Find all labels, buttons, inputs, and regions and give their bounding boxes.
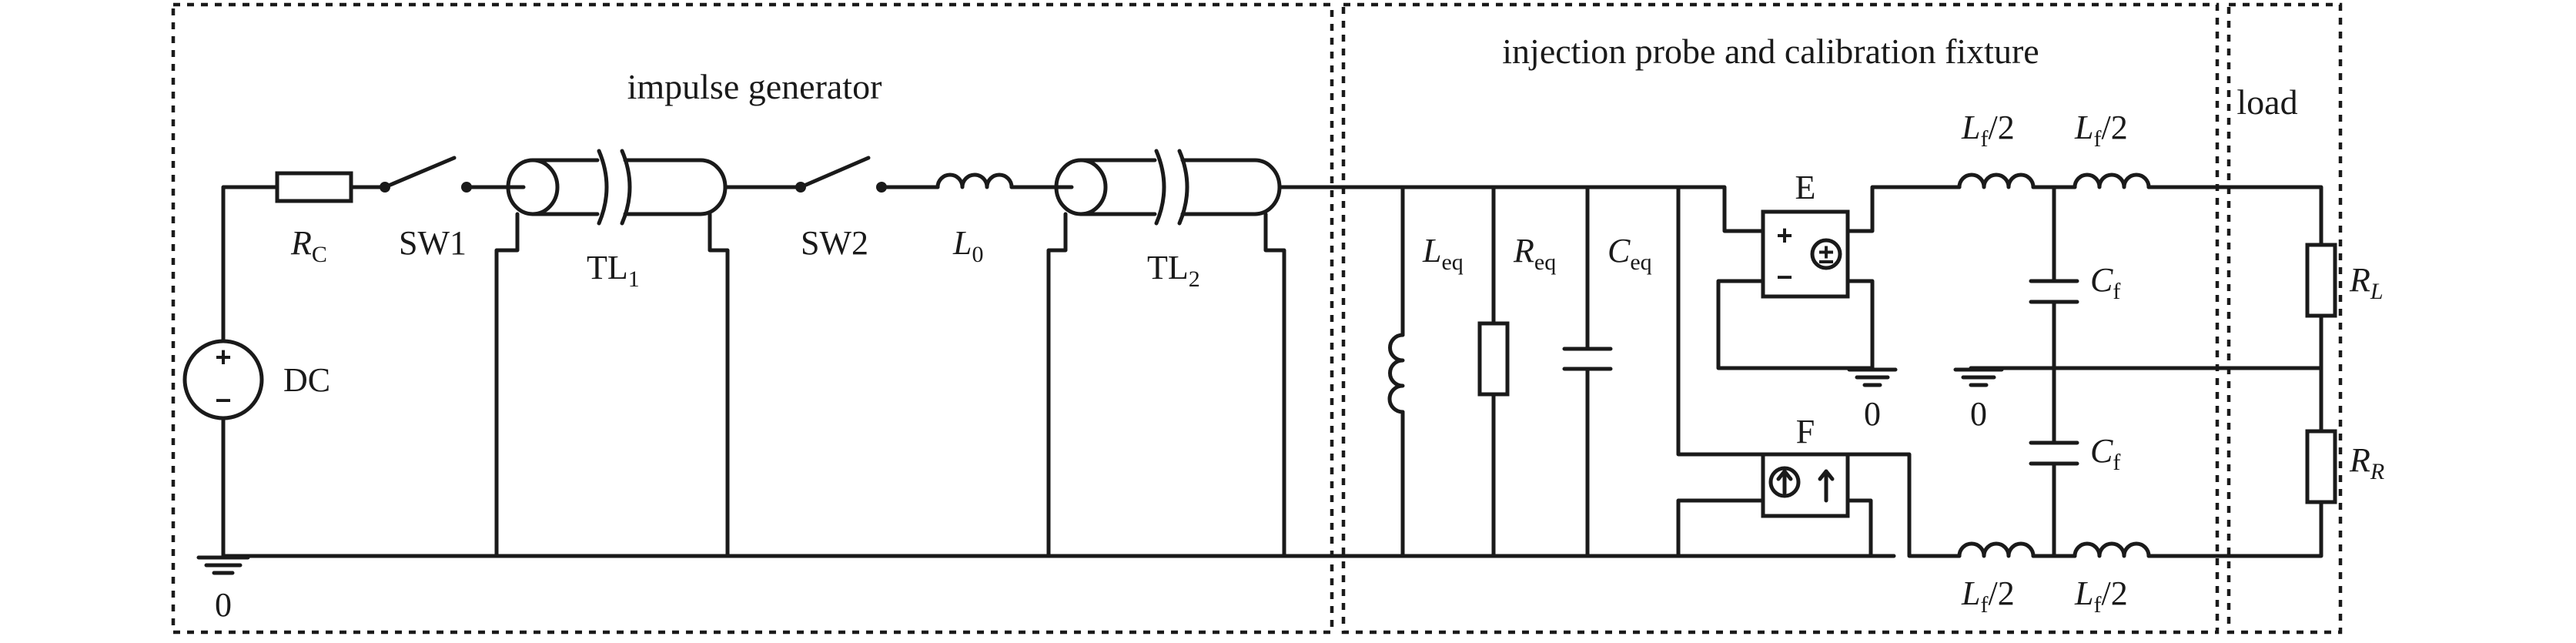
resistor-rl [2305,243,2337,318]
label-lf-top-right: Lf/2 [2074,109,2128,152]
block-f [1761,452,1850,518]
label-req: Req [1513,232,1556,275]
label-cf-top: Cf [2090,261,2120,304]
wire-dc-top [221,185,279,343]
e-plus: + [1776,219,1792,251]
tl2-shield-legs [1046,212,1286,558]
inductor-lf-top-left [1957,172,2036,189]
ground-fixture-label: 0 [1970,395,1987,433]
wire-f-right-loop [1676,498,1873,558]
injection-probe-box [1341,2,2220,635]
wire-f-out [1845,452,1962,558]
e-minus: − [1776,261,1792,293]
wire-f-left-loop [1676,498,1765,558]
ground-left-icon [196,555,250,575]
resistor-rc [275,171,353,203]
impulse-generator-box [171,2,1334,635]
wire-to-e [1676,185,1765,233]
label-l0: L0 [952,224,983,267]
inductor-lf-bottom-left [1957,541,2036,558]
label-lf-bottom-right: Lf/2 [2074,574,2128,618]
ground-fixture-icon [1953,367,2004,387]
label-sw2: SW2 [801,224,868,262]
label-cf-bottom: Cf [2090,432,2120,475]
e-pm: ± [1818,238,1834,270]
resistor-req [1477,321,1510,397]
label-sw1: SW1 [399,224,467,262]
wire-e-right-out [1845,185,1962,233]
inductor-lf-top-right [2073,172,2151,189]
inductor-l0 [935,172,1014,189]
label-f: F [1796,413,1815,450]
label-leq: Leq [1422,232,1464,275]
wire-lf-bottom-out [2146,500,2323,558]
capacitor-cf-bottom [2029,440,2079,466]
label-ceq: Ceq [1607,232,1652,275]
load-label: load [2236,82,2297,122]
dc-minus: − [215,384,231,416]
capacitor-ceq [1562,347,1613,371]
label-rl: RL [2349,261,2384,304]
label-tl1: TL1 [587,249,640,292]
label-rc: RC [290,224,327,267]
switch-sw1 [383,156,457,189]
switch-sw2 [798,156,871,189]
transmission-line-tl1 [506,149,728,226]
label-rr: RR [2349,441,2384,484]
inductor-leq [1387,333,1405,414]
wire-e-left-loop [1716,279,1875,370]
ground-e-icon [1847,367,1898,387]
ground-left-label: 0 [215,586,232,624]
impulse-generator-label: impulse generator [627,67,882,106]
wire-e-right-ground [1845,279,1875,370]
capacitor-cf-top [2029,279,2079,304]
dc-plus: + [215,341,231,373]
injection-probe-label: injection probe and calibration fixture [1502,32,2039,71]
transmission-line-tl2 [1054,149,1282,226]
ground-e-label: 0 [1864,395,1881,433]
label-lf-bottom-left: Lf/2 [1961,574,2015,618]
resistor-rr [2305,429,2337,504]
label-lf-top-left: Lf/2 [1961,109,2015,152]
wire-to-f [1676,185,1765,457]
label-e: E [1795,169,1816,206]
inductor-lf-bottom-right [2073,541,2151,558]
label-dc: DC [283,361,330,399]
e-source-icon [1810,238,1842,270]
tl1-shield-legs [494,212,730,558]
label-tl2: TL2 [1147,249,1200,292]
wire-lf-top-out [2146,185,2323,247]
load-box [2226,2,2343,635]
f-arrow-icon [1818,469,1835,503]
